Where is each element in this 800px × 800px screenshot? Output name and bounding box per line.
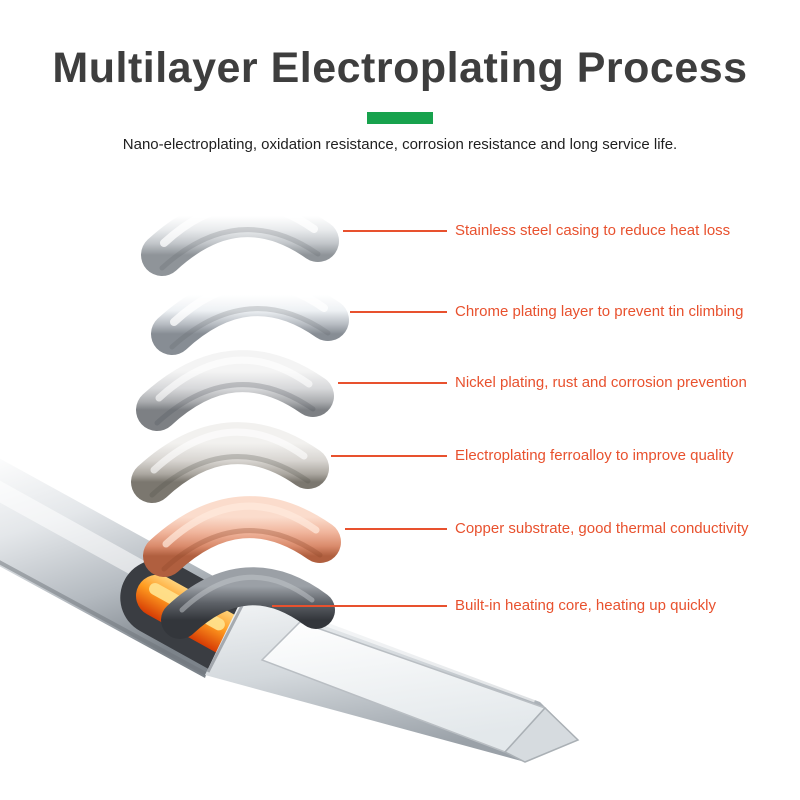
shell-copper	[143, 496, 341, 577]
layer-label: Stainless steel casing to reduce heat lo…	[455, 222, 731, 239]
callout-heating-core: Built-in heating core, heating up quickl…	[272, 596, 716, 616]
page-title: Multilayer Electroplating Process	[52, 44, 748, 92]
leader-line	[345, 528, 447, 530]
layer-label: Nickel plating, rust and corrosion preve…	[455, 374, 747, 391]
layer-label: Electroplating ferroalloy to improve qua…	[455, 447, 734, 464]
callout-chrome: Chrome plating layer to prevent tin clim…	[350, 302, 743, 322]
shell-dark-collar	[161, 567, 335, 639]
callout-ferroalloy: Electroplating ferroalloy to improve qua…	[331, 446, 733, 466]
shell-ferroalloy	[131, 422, 329, 503]
leader-line	[272, 605, 447, 607]
chisel-tip	[205, 592, 580, 763]
layer-label: Copper substrate, good thermal conductiv…	[455, 520, 749, 537]
callout-copper: Copper substrate, good thermal conductiv…	[345, 519, 749, 539]
leader-line	[338, 382, 447, 384]
layer-label: Chrome plating layer to prevent tin clim…	[455, 303, 744, 320]
leader-line	[331, 455, 447, 457]
shell-stainless-steel	[141, 195, 339, 276]
callout-nickel: Nickel plating, rust and corrosion preve…	[338, 373, 747, 393]
layer-label: Built-in heating core, heating up quickl…	[455, 597, 716, 614]
shell-nickel	[136, 350, 334, 431]
shell-chrome	[151, 274, 349, 355]
leader-line	[343, 230, 447, 232]
page-subtitle: Nano-electroplating, oxidation resistanc…	[122, 136, 678, 153]
leader-line	[350, 311, 447, 313]
accent-underline-bar	[367, 112, 433, 124]
callout-stainless: Stainless steel casing to reduce heat lo…	[343, 221, 730, 241]
